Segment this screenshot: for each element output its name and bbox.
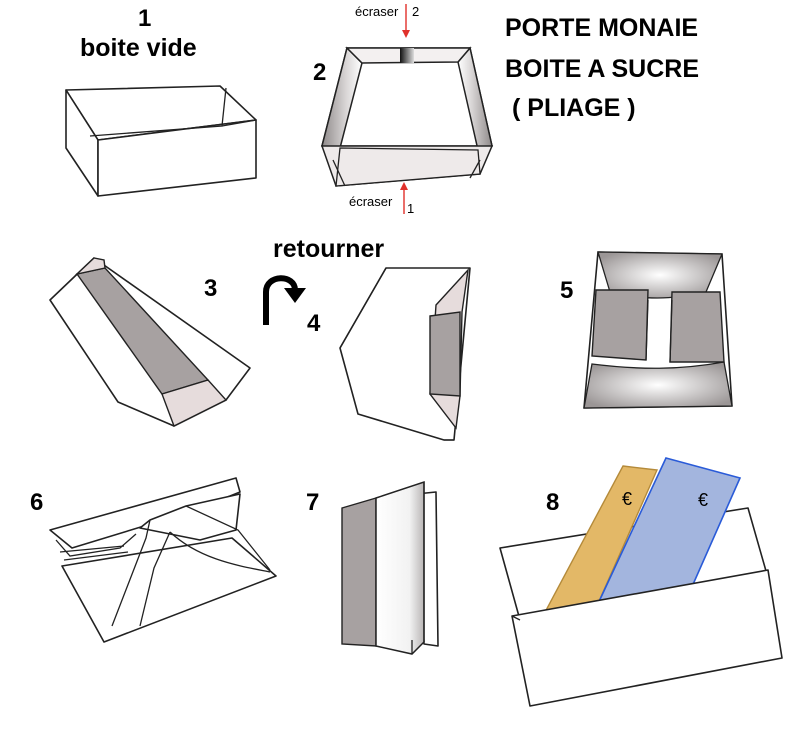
standing-fold-drawing xyxy=(341,480,439,655)
turned-box-drawing xyxy=(339,267,471,441)
crush-arrow-top xyxy=(402,4,410,38)
step-2: 2 écraser 2 écraser 1 xyxy=(313,4,494,216)
title-line-1: PORTE MONAIE xyxy=(505,14,698,42)
crushed-box-drawing xyxy=(320,46,494,187)
crush-label-top: écraser xyxy=(355,4,399,19)
step-4-number: 4 xyxy=(307,310,321,337)
step-5-number: 5 xyxy=(560,277,573,304)
banknote-blue-euro-icon: € xyxy=(698,490,708,510)
step-3: 3 xyxy=(49,257,251,427)
crush-arrow-bottom xyxy=(400,182,408,214)
step-5: 5 xyxy=(560,251,733,409)
step-1-number: 1 xyxy=(138,5,151,32)
step-4: 4 xyxy=(307,267,471,441)
finished-wallet-drawing: € € xyxy=(499,457,783,707)
step-3-number: 3 xyxy=(204,275,217,302)
step-2-number: 2 xyxy=(313,59,326,86)
step-6-number: 6 xyxy=(30,489,43,516)
folded-wallet-drawing xyxy=(49,477,277,643)
turn-over-caption: retourner xyxy=(273,235,384,263)
turn-over-arrow-icon xyxy=(263,275,306,325)
turn-over: retourner xyxy=(263,235,384,325)
title-line-3: ( PLIAGE ) xyxy=(512,94,636,122)
step-1: 1 boite vide xyxy=(65,5,257,197)
step-7-number: 7 xyxy=(306,489,319,516)
banknote-gold-euro-icon: € xyxy=(622,489,632,509)
flattened-box-drawing xyxy=(49,257,251,427)
crush-index-bottom: 1 xyxy=(407,201,414,216)
step-7: 7 xyxy=(306,480,439,655)
side-flaps-drawing xyxy=(583,251,733,409)
title-line-2: BOITE A SUCRE xyxy=(505,55,699,83)
empty-box-drawing xyxy=(65,85,257,197)
crush-label-bottom: écraser xyxy=(349,194,393,209)
step-1-caption: boite vide xyxy=(80,34,197,62)
step-6: 6 xyxy=(30,477,277,643)
diagram-title: PORTE MONAIE BOITE A SUCRE ( PLIAGE ) xyxy=(505,14,699,122)
step-8-number: 8 xyxy=(546,489,559,516)
crush-index-top: 2 xyxy=(412,4,419,19)
step-8: 8 € € xyxy=(499,457,783,707)
